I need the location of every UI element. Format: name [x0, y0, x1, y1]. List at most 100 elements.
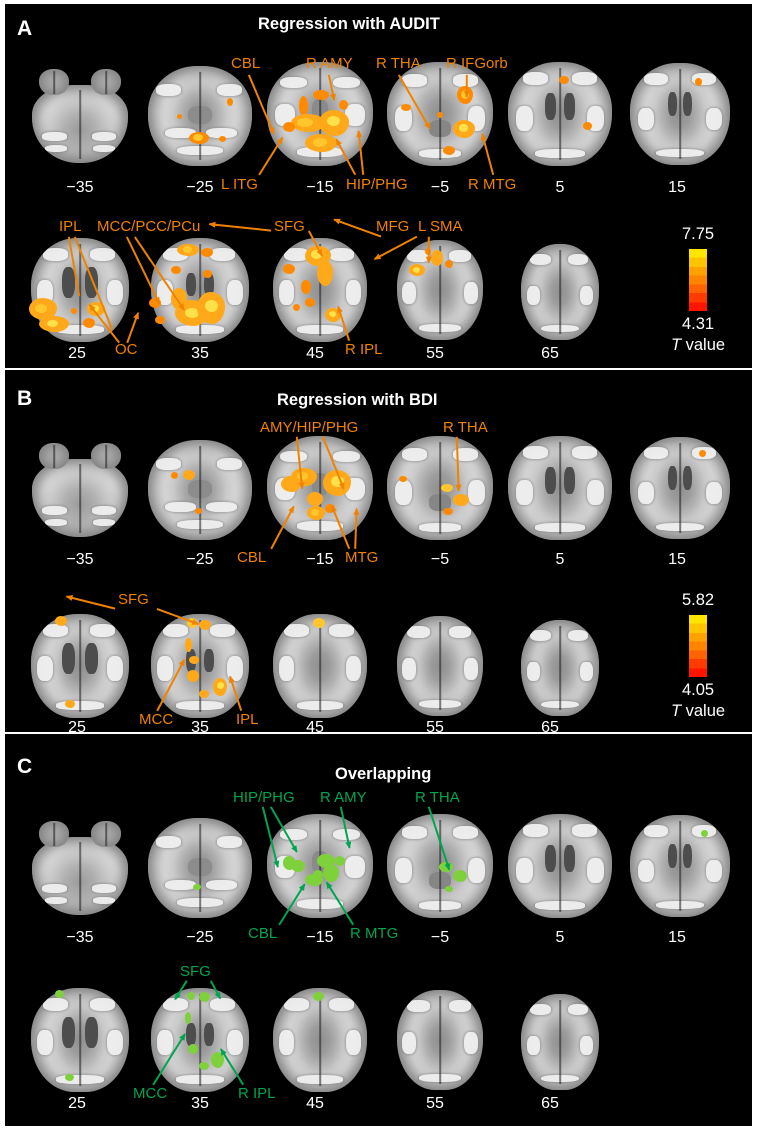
- leader-a-sfg-1: [209, 223, 272, 232]
- annotation-a-mfg: MFG: [376, 218, 410, 235]
- colorbar-a-unit: T value: [650, 337, 746, 354]
- panel-b-title: Regression with BDI: [277, 391, 438, 409]
- slice-c-r1-c1: [21, 816, 139, 924]
- slice-c-r2-c1: [21, 986, 139, 1094]
- slice-b-r1-c5: [501, 434, 619, 542]
- slice-b-r1-c3: [261, 434, 379, 542]
- annotation-a-r-amy: R AMY: [306, 55, 353, 72]
- slice-c-r2-c5: [501, 988, 619, 1096]
- panel-a-title: Regression with AUDIT: [258, 15, 440, 33]
- slice-c-r1-c4: [381, 812, 499, 920]
- annotation-a-r-ipl: R IPL: [345, 341, 383, 358]
- slice-label-b-9: 45: [306, 719, 324, 733]
- slice-b-r1-c1: [21, 438, 139, 546]
- slice-a-r1-c2: [141, 62, 259, 170]
- slice-b-r2-c3: [261, 612, 379, 720]
- slice-c-r2-c3: [261, 986, 379, 1094]
- colorbar-a-max: 7.75: [681, 225, 715, 243]
- slice-label-b-8: 35: [191, 719, 209, 733]
- slice-label-a-7: 25: [68, 345, 86, 362]
- annotation-c-r-amy: R AMY: [320, 789, 367, 806]
- annotation-a-r-tha: R THA: [376, 55, 421, 72]
- panel-c-title: Overlapping: [335, 765, 432, 783]
- colorbar-b-gradient: [689, 614, 707, 677]
- annotation-a-ipl: IPL: [59, 218, 82, 235]
- slice-c-r2-c4: [381, 986, 499, 1094]
- slice-label-b-7: 25: [68, 719, 86, 733]
- slice-label-b-5: 5: [555, 551, 565, 568]
- slice-c-r2-c2: [141, 986, 259, 1094]
- annotation-c-r-ipl: R IPL: [238, 1085, 276, 1102]
- slice-b-r2-c5: [501, 614, 619, 722]
- slice-label-c-5: 5: [555, 929, 565, 946]
- slice-label-a-6: 15: [668, 179, 686, 196]
- annotation-a-sfg: SFG: [274, 218, 305, 235]
- colorbar-a: 7.75 4.31 T value: [650, 226, 746, 354]
- colorbar-b-min: 4.05: [681, 680, 715, 699]
- annotation-a-l-sma: L SMA: [418, 218, 463, 235]
- slice-label-b-10: 55: [426, 719, 444, 733]
- leader-a-l-sma: [428, 236, 430, 263]
- panel-a: A Regression with AUDIT: [5, 4, 752, 368]
- slice-b-r1-c2: [141, 436, 259, 544]
- slice-a-r2-c4: [381, 236, 499, 344]
- annotation-b-mcc: MCC: [139, 711, 174, 728]
- slice-b-r1-c6: [621, 434, 739, 542]
- slice-label-c-11: 65: [541, 1095, 559, 1112]
- slice-label-c-3: −15: [306, 929, 334, 946]
- slice-label-c-7: 25: [68, 1095, 86, 1112]
- annotation-a-r-mtg: R MTG: [468, 176, 517, 193]
- annotation-c-r-mtg: R MTG: [350, 925, 399, 942]
- annotation-c-r-tha: R THA: [415, 789, 460, 806]
- leader-a-mfg: [333, 218, 382, 238]
- annotation-c-hip-phg: HIP/PHG: [233, 789, 295, 806]
- slice-a-r1-c3: [261, 60, 379, 168]
- slice-label-c-8: 35: [191, 1095, 209, 1112]
- slice-label-c-6: 15: [668, 929, 686, 946]
- slice-label-c-2: −25: [186, 929, 214, 946]
- annotation-c-sfg: SFG: [180, 963, 211, 980]
- slice-a-r1-c1: [21, 64, 139, 172]
- gyri: [32, 85, 128, 163]
- slice-c-r1-c5: [501, 812, 619, 920]
- panel-b: B Regression with BDI: [5, 370, 752, 732]
- slice-a-r1-c6: [621, 60, 739, 168]
- slice-a-r2-c2: [141, 236, 259, 344]
- annotation-a-oc: OC: [115, 341, 138, 358]
- slice-c-r1-c2: [141, 814, 259, 922]
- panel-letter-c: C: [17, 755, 33, 778]
- annotation-a-cbl: CBL: [231, 55, 261, 72]
- colorbar-b-unit: T value: [650, 703, 746, 720]
- slice-label-a-4: −5: [430, 179, 450, 196]
- colorbar-b-unit-text: value: [681, 702, 726, 720]
- slice-b-r2-c4: [381, 612, 499, 720]
- colorbar-b-unit-italic: T: [670, 702, 682, 720]
- colorbar-a-min: 4.31: [681, 314, 715, 333]
- slice-a-r2-c5: [501, 238, 619, 346]
- leader-a-r-ifgorb: [466, 74, 468, 97]
- slice-label-c-1: −35: [66, 929, 94, 946]
- slice-label-b-11: 65: [541, 719, 559, 733]
- panel-letter-b: B: [17, 387, 33, 410]
- slice-b-r1-c4: [381, 434, 499, 542]
- slice-label-b-6: 15: [668, 551, 686, 568]
- colorbar-b-max: 5.82: [681, 591, 715, 609]
- slice-label-b-1: −35: [66, 551, 94, 568]
- slice-label-b-4: −5: [430, 551, 450, 568]
- colorbar-a-gradient: [689, 248, 707, 311]
- leader-b-sfg-1: [66, 595, 116, 610]
- colorbar-a-unit-text: value: [681, 336, 726, 354]
- slice-a-r1-c5: [501, 60, 619, 168]
- annotation-b-cbl: CBL: [237, 549, 267, 566]
- colorbar-b: 5.82 4.05 T value: [650, 592, 746, 720]
- annotation-a-r-ifgorb: R IFGorb: [446, 55, 508, 72]
- slice-label-a-1: −35: [66, 179, 94, 196]
- slice-label-a-2: −25: [186, 179, 214, 196]
- annotation-c-cbl: CBL: [248, 925, 278, 942]
- panel-letter-a: A: [17, 17, 33, 40]
- annotation-b-mtg: MTG: [345, 549, 379, 566]
- annotation-b-sfg: SFG: [118, 591, 149, 608]
- panel-c: C Overlapping: [5, 734, 752, 1126]
- annotation-c-mcc: MCC: [133, 1085, 168, 1102]
